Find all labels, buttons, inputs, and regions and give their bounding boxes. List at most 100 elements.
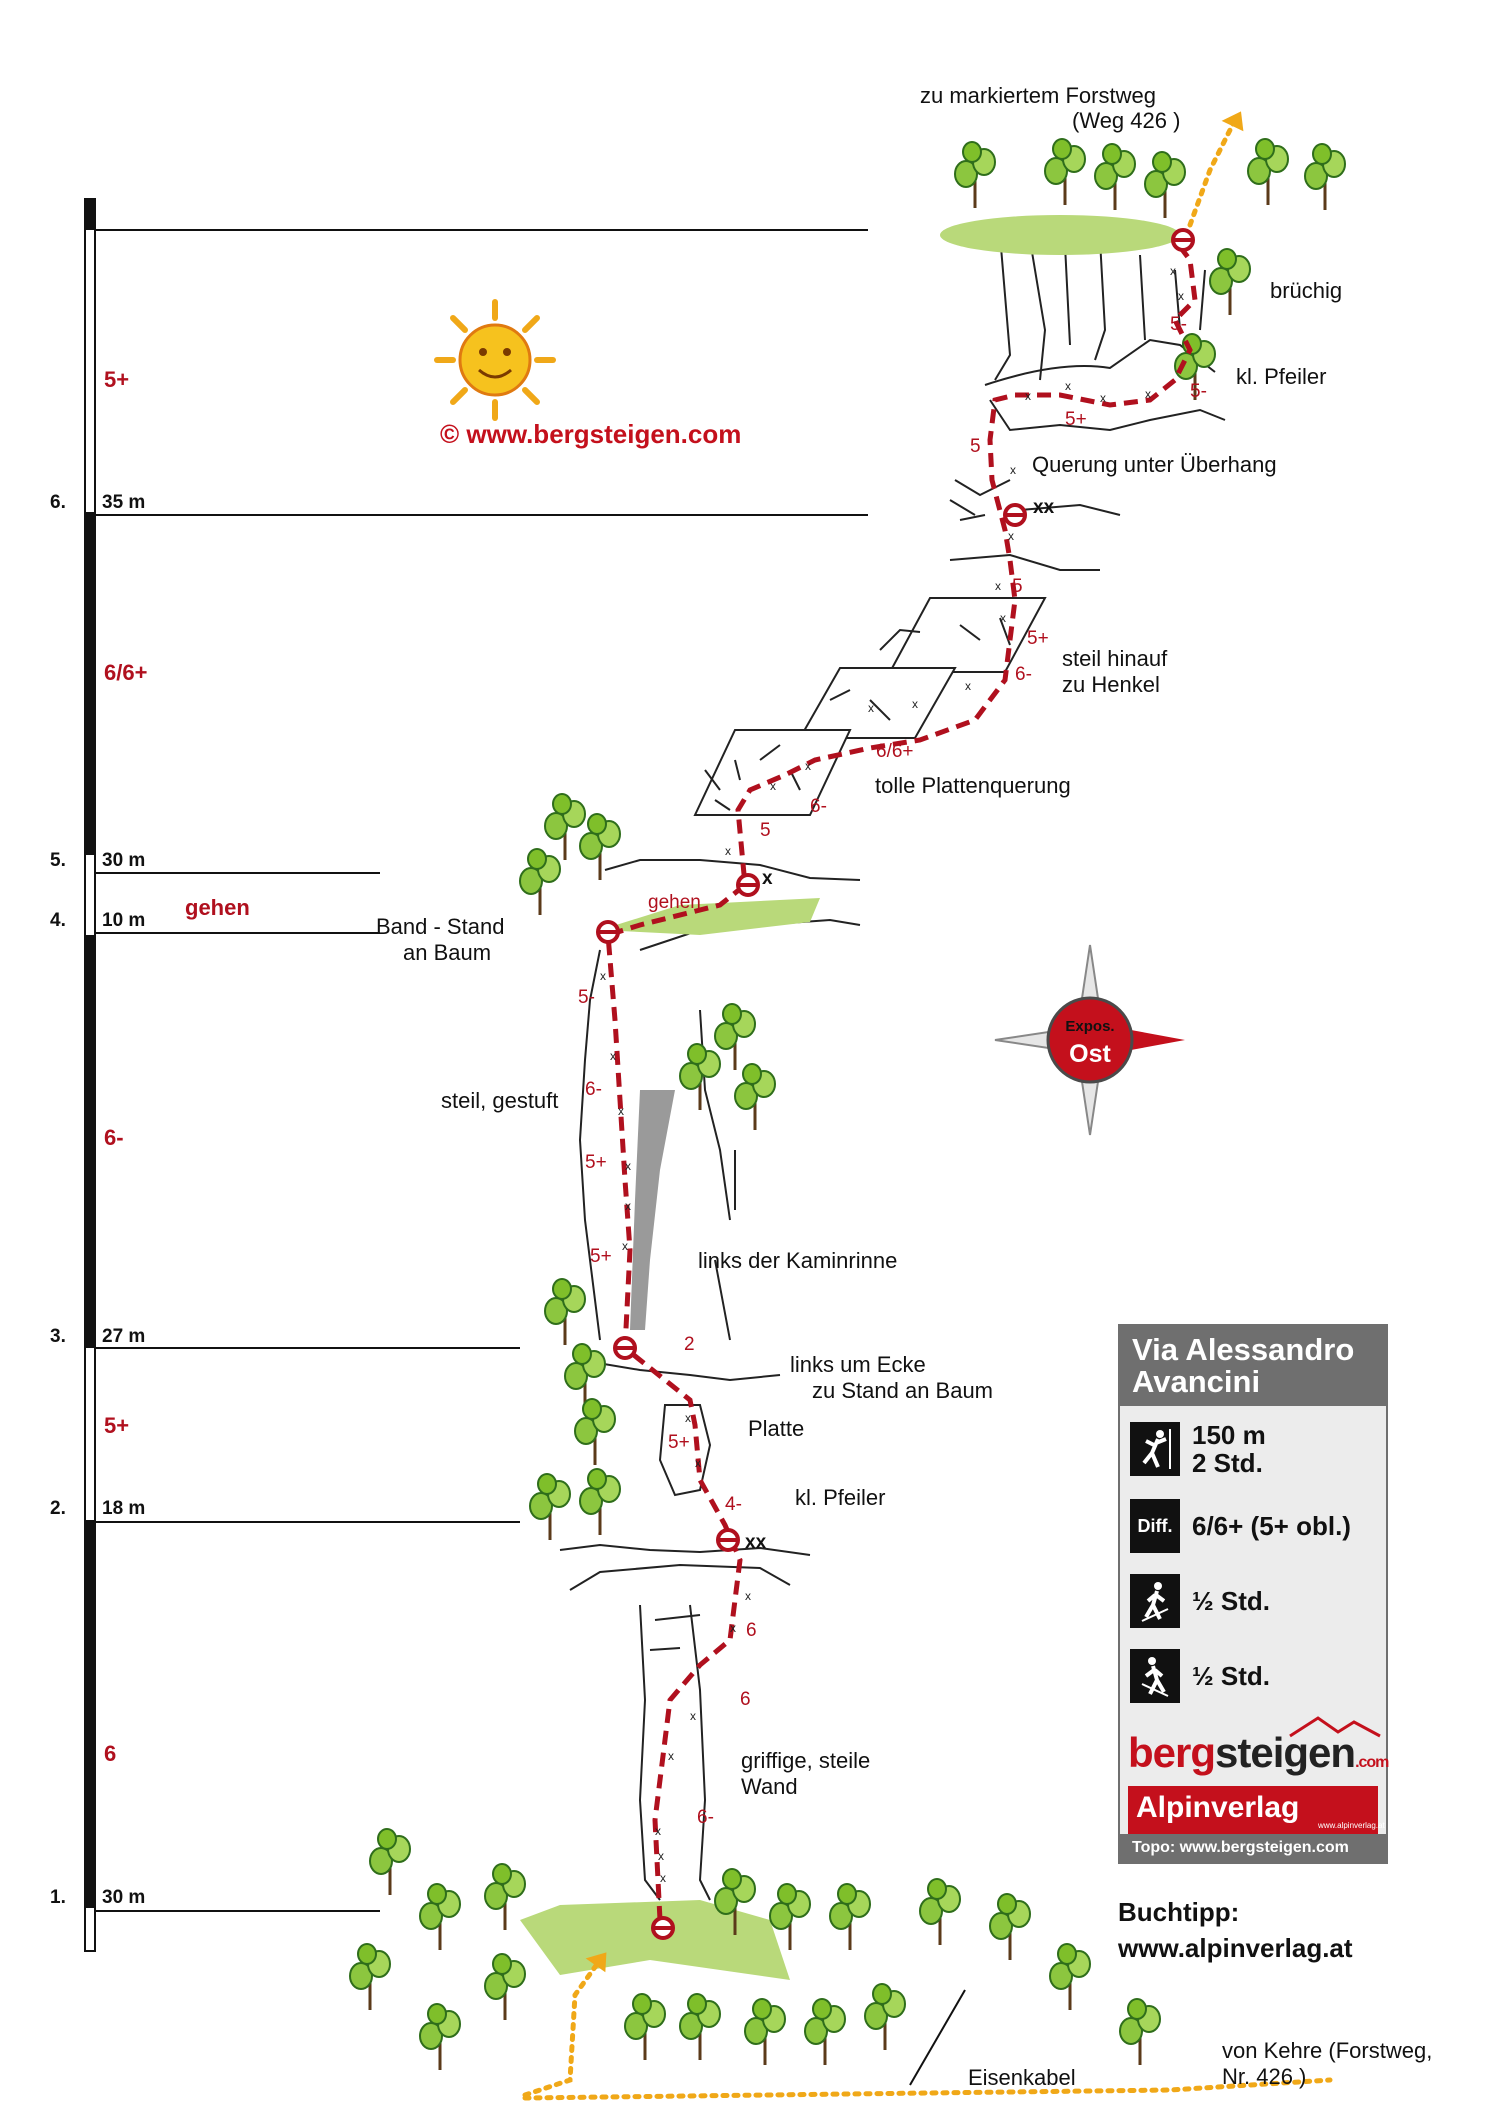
label-platten: tolle Plattenquerung xyxy=(875,773,1071,798)
pitch-number: 3. xyxy=(50,1326,66,1347)
pitch-length: 30 m xyxy=(102,850,145,871)
svg-text:x: x xyxy=(1170,264,1176,278)
svg-text:5: 5 xyxy=(970,436,981,457)
compass-icon: Expos. Ost xyxy=(994,944,1185,1136)
pitch-length: 30 m xyxy=(102,1887,145,1908)
label-weg426: (Weg 426 ) xyxy=(1072,108,1180,133)
bolt-mark: x xyxy=(762,868,773,889)
climber-icon xyxy=(1130,1422,1180,1476)
label-band: Band - Stand xyxy=(376,914,504,939)
route-title: Via Alessandro Avancini xyxy=(1120,1326,1386,1406)
svg-text:x: x xyxy=(1178,289,1184,303)
pitch-number: 2. xyxy=(50,1498,66,1519)
svg-text:x: x xyxy=(622,1239,628,1253)
label-gestuft: steil, gestuft xyxy=(441,1088,558,1113)
route-length: 150 m xyxy=(1192,1420,1266,1450)
svg-text:6-: 6- xyxy=(1015,664,1032,685)
approach-row: ½ Std. xyxy=(1130,1574,1270,1628)
svg-text:6-: 6- xyxy=(697,1807,714,1828)
label-kamin: links der Kaminrinne xyxy=(698,1248,897,1273)
label-henkel: zu Henkel xyxy=(1062,672,1160,697)
svg-text:5+: 5+ xyxy=(1065,409,1087,430)
pitch-number: 4. xyxy=(50,910,66,931)
svg-text:x: x xyxy=(1010,463,1016,477)
svg-text:x: x xyxy=(658,1849,664,1863)
book-tip-label: Buchtipp: xyxy=(1118,1897,1240,1927)
svg-text:x: x xyxy=(668,1749,674,1763)
label-ecke: links um Ecke xyxy=(790,1352,926,1377)
label-platte: Platte xyxy=(748,1416,804,1441)
svg-text:5-: 5- xyxy=(1170,314,1187,335)
svg-text:x: x xyxy=(1145,387,1151,401)
book-tip-link[interactable]: www.alpinverlag.at xyxy=(1118,1933,1353,1963)
label-griffige: griffige, steile xyxy=(741,1748,870,1773)
svg-text:6-: 6- xyxy=(810,796,827,817)
svg-text:x: x xyxy=(730,1621,736,1635)
topo-credit: Topo: www.bergsteigen.com xyxy=(1120,1834,1386,1862)
approach-arrow-top xyxy=(1221,111,1244,132)
label-kehre: von Kehre (Forstweg, xyxy=(1222,2038,1432,2063)
svg-text:5: 5 xyxy=(760,820,771,841)
iron-cable xyxy=(909,1989,966,2086)
label-querung: Querung unter Überhang xyxy=(1032,452,1277,477)
svg-text:6: 6 xyxy=(740,1689,751,1710)
climbing-route xyxy=(605,238,1198,1921)
hiker-up-icon xyxy=(1130,1574,1180,1628)
svg-text:2: 2 xyxy=(684,1334,695,1355)
svg-text:5-: 5- xyxy=(1190,381,1207,402)
route-title-line2: Avancini xyxy=(1132,1364,1261,1399)
svg-text:x: x xyxy=(868,701,874,715)
svg-text:x: x xyxy=(618,1104,624,1118)
svg-text:4-: 4- xyxy=(725,1494,742,1515)
svg-text:x: x xyxy=(1065,379,1071,393)
svg-text:x: x xyxy=(770,779,776,793)
svg-text:6/6+: 6/6+ xyxy=(876,741,914,762)
chimney-shade xyxy=(630,1090,675,1330)
pitch-scale: 6. 35 m 5. 30 m 4. 10 m 3. 27 m 2. 18 m … xyxy=(50,198,868,1952)
svg-text:x: x xyxy=(1025,389,1031,403)
alpinverlag-logo: Alpinverlag www.alpinverlag.at xyxy=(1128,1786,1385,1834)
approach-time: ½ Std. xyxy=(1192,1586,1271,1616)
pitch-length: 18 m xyxy=(102,1498,145,1519)
copyright-text: © www.bergsteigen.com xyxy=(440,419,741,449)
descent-time: ½ Std. xyxy=(1192,1661,1271,1691)
pitch-length: 35 m xyxy=(102,492,145,513)
label-nr426: Nr. 426 ) xyxy=(1222,2064,1306,2089)
label-eisenkabel: Eisenkabel xyxy=(968,2065,1076,2090)
svg-text:5+: 5+ xyxy=(1027,628,1049,649)
svg-text:x: x xyxy=(1000,611,1006,625)
svg-text:x: x xyxy=(1008,529,1014,543)
svg-text:5-: 5- xyxy=(578,987,595,1008)
label-steil: steil hinauf xyxy=(1062,646,1168,671)
svg-text:x: x xyxy=(660,1871,666,1885)
svg-text:x: x xyxy=(912,697,918,711)
label-wand: Wand xyxy=(741,1774,798,1799)
difficulty-row: Diff. 6/6+ (5+ obl.) xyxy=(1130,1499,1351,1553)
svg-text:x: x xyxy=(610,1049,616,1063)
descent-row: ½ Std. xyxy=(1130,1649,1270,1703)
pitch-number: 6. xyxy=(50,492,66,513)
svg-text:5+: 5+ xyxy=(585,1152,607,1173)
scale-grade: 6/6+ xyxy=(104,660,147,685)
label-kl-pfeiler-top: kl. Pfeiler xyxy=(1236,364,1326,389)
double-bolt-mark: xx xyxy=(1033,497,1055,518)
ledge-meadow xyxy=(600,898,820,935)
svg-text:5+: 5+ xyxy=(668,1432,690,1453)
svg-text:x: x xyxy=(1100,391,1106,405)
label-baum: an Baum xyxy=(403,940,491,965)
hiker-down-icon xyxy=(1130,1649,1180,1703)
svg-text:x: x xyxy=(995,579,1001,593)
approach-arrow-bottom xyxy=(585,1952,607,1973)
compass-label-ost: Ost xyxy=(1069,1040,1111,1068)
svg-text:x: x xyxy=(655,1824,661,1838)
svg-text:5+: 5+ xyxy=(590,1246,612,1267)
svg-text:x: x xyxy=(685,1411,691,1425)
sun-icon xyxy=(434,299,556,421)
svg-text:6: 6 xyxy=(746,1620,757,1641)
approach-path xyxy=(522,117,1333,2101)
pitch-length: 27 m xyxy=(102,1326,145,1347)
pitch-length: 10 m xyxy=(102,910,145,931)
